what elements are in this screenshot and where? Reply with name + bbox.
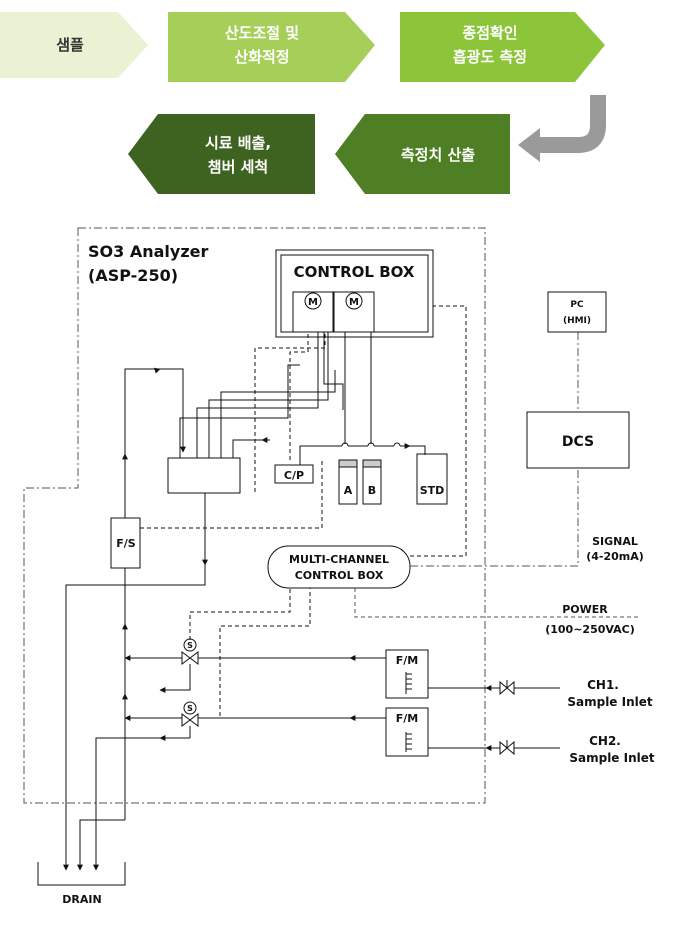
motor-label-2: M [349,297,359,308]
analyzer-title: SO3 Analyzer [88,242,208,261]
flow-step-sample [0,12,148,78]
multi-channel-label-2: CONTROL BOX [295,569,384,582]
flow-step-acid-titration-label-1: 산도조절 및 [225,24,299,42]
control-box-outer [275,249,434,338]
analyzer-boundary [23,227,486,804]
flow-step-calculation-label: 측정치 산출 [401,146,475,164]
pc-label-2: (HMI) [563,316,591,326]
analyzer-model: (ASP-250) [88,266,178,285]
drain-label: DRAIN [62,893,101,906]
diagram-labels: SO3 Analyzer (ASP-250) CONTROL BOX M M C… [62,242,655,906]
analyzer-diagram [23,227,640,886]
std-bottle [416,453,448,505]
motor-label-1: M [308,297,318,308]
reagent-bottle-b-cap [362,459,382,468]
flow-step-discharge-wash-label-1: 시료 배출, [205,134,271,152]
flow-step-sample-label: 샘플 [56,36,84,54]
pc-hmi-box [547,291,607,333]
flow-step-endpoint-absorbance-label-1: 종점확인 [462,24,517,42]
dcs-box [526,411,630,469]
motor-housing-1 [292,291,334,333]
control-box-label: CONTROL BOX [294,263,415,281]
flow-step-acid-titration-label-2: 산화적정 [234,48,289,66]
flow-step-endpoint-absorbance [400,12,605,82]
solenoid-valve-ch1-icon [159,638,199,693]
multi-channel-control-box [267,545,411,589]
solenoid-valve-ch2-icon [181,701,199,738]
reaction-chamber [167,457,241,494]
flow-step-acid-titration [168,12,375,82]
cp-label: C/P [284,469,304,482]
flow-step-calculation [335,114,510,194]
reagent-a-label: A [344,484,353,497]
motor-housing-2 [333,291,375,333]
pc-label-1: PC [570,300,584,310]
signal-label-2: (4-20mA) [586,550,644,563]
motor-icon-2 [345,292,363,310]
ch1-label-2: Sample Inlet [567,695,653,709]
flow-step-discharge-wash-label-2: 챔버 세척 [208,158,268,176]
ch1-label-1: CH1. [587,678,619,692]
std-label: STD [420,484,445,497]
reagent-b-label: B [368,484,376,497]
flow-return-arrow [540,95,606,153]
fm-label-ch2: F/M [396,712,418,725]
multi-channel-label-1: MULTI-CHANNEL [289,553,389,566]
flow-chart: 샘플 산도조절 및 산화적정 종점확인 흡광도 측정 측정치 산출 시료 배출,… [0,12,606,194]
cp-pump [274,464,314,484]
fm-label-ch1: F/M [396,654,418,667]
ch2-label-1: CH2. [589,734,621,748]
flowmeter-ch2 [385,707,429,757]
dcs-label: DCS [562,434,594,450]
power-label-2: (100~250VAC) [545,623,635,636]
ch2-label-2: Sample Inlet [569,751,655,765]
power-label-1: POWER [562,603,608,616]
flowmeter-ch1 [385,649,429,699]
reagent-bottle-a-cap [338,459,358,468]
motor-icon-1 [304,292,322,310]
flow-step-endpoint-absorbance-label-2: 흡광도 측정 [453,48,527,66]
flow-step-discharge-wash [128,114,315,194]
fs-label: F/S [116,537,136,550]
signal-label-1: SIGNAL [592,535,638,548]
solenoid-label-ch2: S [187,704,193,713]
flow-return-arrowhead [518,128,540,162]
solenoid-label-ch1: S [187,641,193,650]
